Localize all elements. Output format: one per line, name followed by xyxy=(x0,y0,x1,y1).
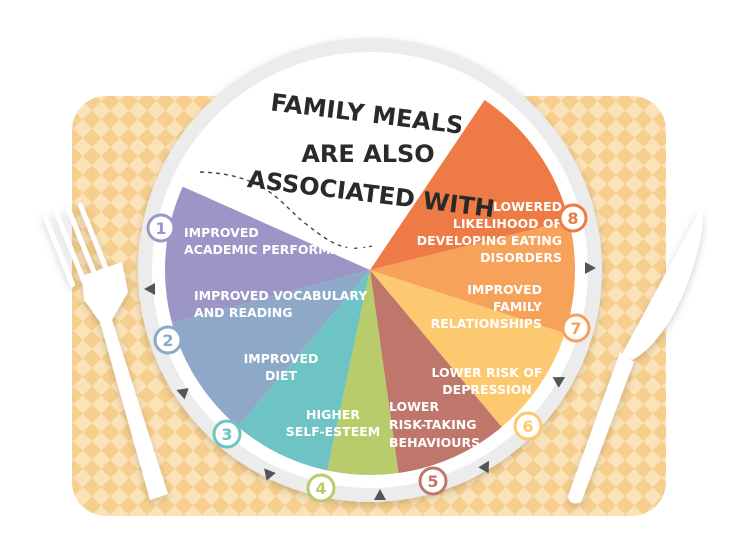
segment-label-3: IMPROVED DIET xyxy=(244,351,319,383)
arrow-icon xyxy=(552,377,566,388)
segment-wedge-1 xyxy=(164,186,370,324)
arrow-icon xyxy=(176,388,189,400)
title-line-2: ARE ALSO xyxy=(301,140,434,168)
segment-label-line: RISK-TAKING xyxy=(389,417,477,432)
segment-wedges xyxy=(164,100,576,475)
number-badge-ring xyxy=(558,203,588,233)
number-badge-text: 7 xyxy=(570,319,581,338)
segment-label-line: IMPROVED VOCABULARY xyxy=(194,288,368,303)
direction-arrows xyxy=(144,262,596,500)
segment-label-line: DISORDERS xyxy=(480,250,562,265)
number-badge-1: 1 xyxy=(146,213,176,243)
segment-label-8: LOWERED LIKELIHOOD OF DEVELOPING EATING DIS… xyxy=(417,199,562,265)
segment-label-line: AND READING xyxy=(194,305,292,320)
dashed-swoosh xyxy=(199,171,373,249)
number-badge-4: 4 xyxy=(306,473,336,503)
segment-wedge-4 xyxy=(327,270,399,475)
number-badge-text: 4 xyxy=(315,479,326,498)
number-badge-ring xyxy=(418,466,448,496)
number-badge-text: 8 xyxy=(567,209,578,228)
number-badge-text: 1 xyxy=(155,219,166,238)
number-badge-7: 7 xyxy=(561,313,591,343)
segment-label-line: FAMILY xyxy=(493,299,543,314)
segment-wedge-2 xyxy=(172,270,370,427)
segment-labels: IMPROVED ACADEMIC PERFORMANCE IMPROVED VOC… xyxy=(184,199,562,450)
knife-icon xyxy=(568,210,703,504)
segment-label-line: IMPROVED xyxy=(184,225,259,240)
segment-label-line: LOWERED xyxy=(493,199,562,214)
number-badge-3: 3 xyxy=(212,419,242,449)
arrow-icon xyxy=(264,468,276,481)
arrow-icon xyxy=(585,262,596,274)
segment-label-line: BEHAVIOURS xyxy=(389,435,480,450)
number-badge-ring xyxy=(306,473,336,503)
number-badge-ring xyxy=(212,419,242,449)
number-badge-8: 8 xyxy=(558,203,588,233)
segment-wedge-3 xyxy=(238,270,370,471)
number-badge-text: 5 xyxy=(427,472,438,491)
arrow-icon xyxy=(374,489,386,500)
number-badge-ring xyxy=(561,313,591,343)
number-badge-ring xyxy=(513,411,543,441)
arrow-icon xyxy=(144,283,155,295)
fork-icon xyxy=(42,202,168,500)
segment-wedge-5 xyxy=(370,270,502,473)
segment-label-6: LOWER RISK OF DEPRESSION xyxy=(432,365,543,397)
segment-label-line: LIKELIHOOD OF xyxy=(453,216,562,231)
number-badge-ring xyxy=(146,213,176,243)
segment-label-line: RELATIONSHIPS xyxy=(431,316,542,331)
segment-label-line: ACADEMIC PERFORMANCE xyxy=(184,242,368,257)
number-badge-5: 5 xyxy=(418,466,448,496)
segment-wedge-6 xyxy=(370,270,565,427)
segment-label-line: IMPROVED xyxy=(467,282,542,297)
segment-label-7: IMPROVED FAMILY RELATIONSHIPS xyxy=(431,282,543,331)
segment-label-line: DEVELOPING EATING xyxy=(417,233,562,248)
segment-label-2: IMPROVED VOCABULARY AND READING xyxy=(194,288,368,320)
number-badge-2: 2 xyxy=(153,325,183,355)
number-badge-text: 6 xyxy=(522,417,533,436)
number-badge-text: 2 xyxy=(162,331,173,350)
number-badge-ring xyxy=(153,325,183,355)
segment-label-1: IMPROVED ACADEMIC PERFORMANCE xyxy=(184,225,368,257)
number-badges: 1 2 3 4 5 6 7 8 xyxy=(146,203,591,503)
segment-label-line: DIET xyxy=(265,368,298,383)
number-badge-6: 6 xyxy=(513,411,543,441)
segment-wedge-7 xyxy=(370,220,576,334)
segment-label-line: LOWER xyxy=(389,399,439,414)
segment-label-line: LOWER RISK OF xyxy=(432,365,543,380)
segment-wedge-8 xyxy=(370,100,569,270)
segment-label-line: HIGHER xyxy=(306,407,360,422)
number-badge-text: 3 xyxy=(221,425,232,444)
arrow-icon xyxy=(478,460,489,474)
segment-label-line: IMPROVED xyxy=(244,351,319,366)
segment-label-line: DEPRESSION xyxy=(442,382,531,397)
segment-label-line: SELF-ESTEEM xyxy=(286,424,380,439)
segment-label-4: HIGHER SELF-ESTEEM xyxy=(286,407,380,439)
segment-label-5: LOWER RISK-TAKING BEHAVIOURS xyxy=(389,399,480,450)
